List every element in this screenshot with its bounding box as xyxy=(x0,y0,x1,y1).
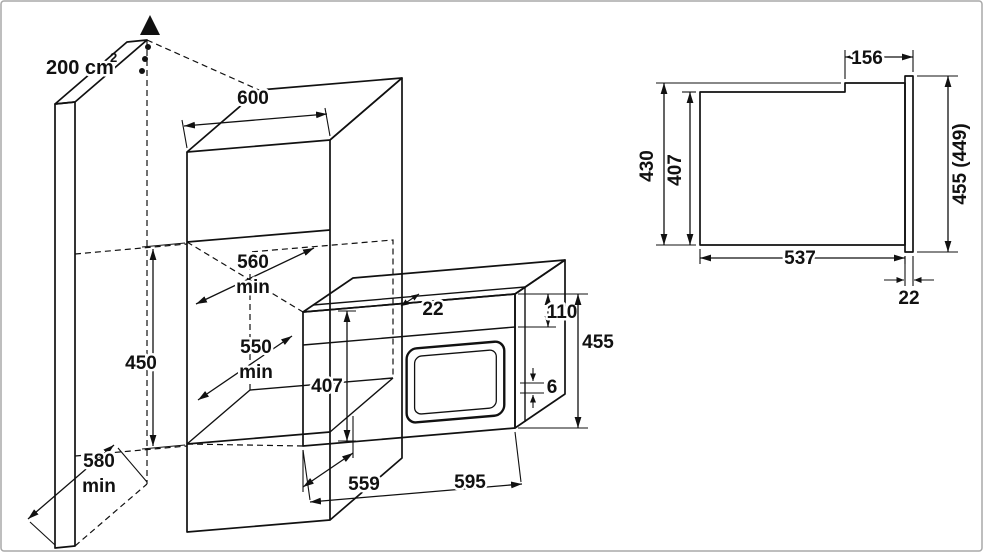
dim-niche-height: 450 xyxy=(123,242,186,450)
vent-dot xyxy=(145,44,151,50)
total-depth-label: 559 xyxy=(348,474,380,495)
niche-height-label: 450 xyxy=(125,353,157,374)
side-view-drawing: 156 430 407 455 (449) 537 xyxy=(635,46,974,312)
door-thickness-label: 22 xyxy=(898,288,919,309)
dim-niche-width: 560 min xyxy=(195,247,315,305)
cabinet-hidden-edges xyxy=(74,39,260,547)
niche-back-panel-hidden xyxy=(249,239,394,390)
front-height-label: 455 xyxy=(582,332,614,353)
dim-body-height: 407 xyxy=(309,310,356,442)
dim-front-frame-height: 455 (449) xyxy=(917,75,974,253)
plinth-depth-min-label: min xyxy=(82,476,116,497)
dim-plinth-depth: 580 min xyxy=(27,444,148,546)
body-height-label: 407 xyxy=(311,376,343,397)
dim-cabinet-width: 600 xyxy=(181,86,331,149)
dim-niche-depth: 550 min xyxy=(197,335,293,401)
vent-area-exponent: 2 xyxy=(110,50,117,65)
dim-control-height: 110 xyxy=(518,293,588,328)
body-depth-label: 537 xyxy=(784,248,816,269)
plinth-depth-label: 580 xyxy=(83,451,115,472)
vent-area-label: 200 cm xyxy=(46,57,114,79)
dim-top-front-depth: 156 xyxy=(844,46,914,79)
bottom-gap-label: 6 xyxy=(547,377,558,398)
top-front-depth-label: 156 xyxy=(851,48,883,69)
vent-dot xyxy=(139,68,145,74)
oven-right-face xyxy=(514,259,566,429)
front-width-label: 595 xyxy=(454,472,486,493)
front-frame-height-label: 455 (449) xyxy=(950,123,971,204)
niche-depth-label: 550 xyxy=(240,337,272,358)
niche-top-edge xyxy=(186,229,331,243)
cabinet-width-label: 600 xyxy=(237,88,269,109)
control-height-label: 110 xyxy=(547,302,578,323)
dim-front-width: 595 xyxy=(302,431,523,505)
vent-dot xyxy=(142,56,148,62)
oven-drawing: 22 110 455 407 6 xyxy=(302,259,617,505)
cabinet-drawing: 200 cm 2 600 560 min 550 min 450 xyxy=(27,15,403,549)
dim-bottom-gap: 6 xyxy=(520,368,560,408)
niche-bottom-edge xyxy=(186,431,331,445)
dim-front-section-height: 430 xyxy=(635,82,841,246)
dim-body-height-side: 407 xyxy=(663,91,696,245)
dim-top-offset: 22 xyxy=(400,293,446,323)
front-section-height-label: 430 xyxy=(637,150,658,182)
dim-body-depth: 537 xyxy=(699,246,906,272)
niche-width-label: 560 xyxy=(237,252,269,273)
dim-front-height: 455 xyxy=(518,294,617,429)
niche-depth-min-label: min xyxy=(239,362,273,383)
oven-door-edge-line xyxy=(312,286,526,422)
side-door-outline xyxy=(904,75,914,253)
dim-door-thickness: 22 xyxy=(884,256,934,312)
niche-width-min-label: min xyxy=(236,277,270,298)
oven-door-window xyxy=(405,340,506,424)
dim-vent-area: 200 cm 2 xyxy=(44,15,160,82)
oven-control-panel-line xyxy=(302,326,516,346)
cabinet-front-face xyxy=(186,140,331,533)
vent-arrow-icon xyxy=(140,15,160,35)
niche-level-hidden-lines xyxy=(74,243,188,457)
top-offset-label: 22 xyxy=(422,299,443,320)
body-height-side-label: 407 xyxy=(665,154,686,186)
